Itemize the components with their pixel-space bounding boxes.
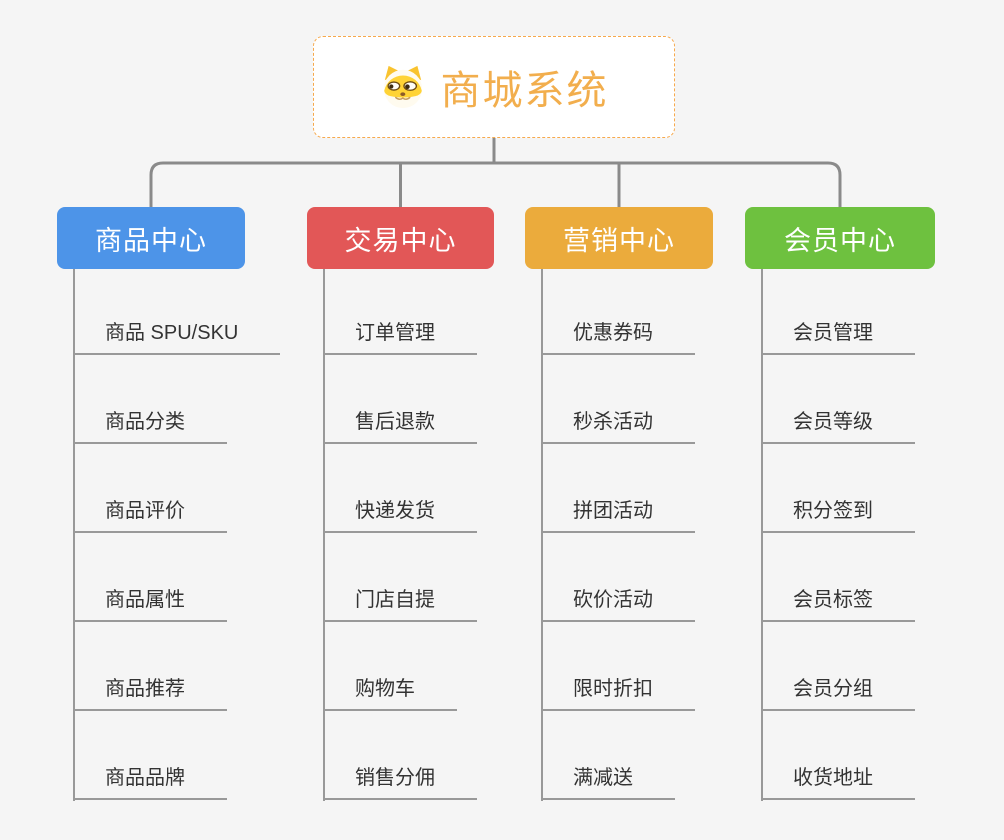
leaf-label: 会员等级 — [761, 405, 915, 444]
leaf-node[interactable]: 收货地址 — [761, 711, 915, 800]
leaf-node[interactable]: 商品分类 — [73, 355, 280, 444]
leaf-label: 商品推荐 — [73, 672, 227, 711]
branch-spine — [73, 269, 75, 801]
leaf-node[interactable]: 积分签到 — [761, 444, 915, 533]
branch-node-marketing-center[interactable]: 营销中心 — [525, 207, 713, 269]
leaf-label: 拼团活动 — [541, 494, 695, 533]
leaf-label: 会员管理 — [761, 316, 915, 355]
leaf-node[interactable]: 商品推荐 — [73, 622, 280, 711]
leaf-label: 销售分佣 — [323, 761, 477, 800]
leaf-node[interactable]: 拼团活动 — [541, 444, 695, 533]
leaf-label: 秒杀活动 — [541, 405, 695, 444]
leaf-node[interactable]: 限时折扣 — [541, 622, 695, 711]
leaf-node[interactable]: 门店自提 — [323, 533, 477, 622]
leaf-node[interactable]: 购物车 — [323, 622, 477, 711]
branch-column-product-center: 商品中心 商品 SPU/SKU 商品分类 商品评价 商品属性 商品推荐 商品品牌 — [57, 207, 317, 807]
leaf-node[interactable]: 满减送 — [541, 711, 695, 800]
leaf-label: 门店自提 — [323, 583, 477, 622]
leaf-label: 满减送 — [541, 761, 675, 800]
doge-icon — [380, 64, 426, 110]
leaf-node[interactable]: 商品属性 — [73, 533, 280, 622]
leaf-label: 限时折扣 — [541, 672, 695, 711]
leaf-label: 商品品牌 — [73, 761, 227, 800]
branch-node-trade-center[interactable]: 交易中心 — [307, 207, 494, 269]
branch-title: 会员中心 — [784, 225, 896, 256]
branch-spine — [323, 269, 325, 801]
leaf-label: 砍价活动 — [541, 583, 695, 622]
leaf-label: 商品分类 — [73, 405, 227, 444]
leaf-node[interactable]: 会员分组 — [761, 622, 915, 711]
leaf-label: 会员分组 — [761, 672, 915, 711]
branch-column-trade-center: 交易中心 订单管理 售后退款 快递发货 门店自提 购物车 销售分佣 — [307, 207, 567, 807]
root-node[interactable]: 商城系统 — [313, 36, 675, 138]
branch-node-product-center[interactable]: 商品中心 — [57, 207, 245, 269]
leaf-label: 商品 SPU/SKU — [73, 316, 281, 355]
connector-lines — [149, 136, 842, 207]
branch-column-marketing-center: 营销中心 优惠券码 秒杀活动 拼团活动 砍价活动 限时折扣 满减送 — [525, 207, 785, 807]
leaf-label: 订单管理 — [323, 316, 477, 355]
leaf-node[interactable]: 商品品牌 — [73, 711, 280, 800]
leaf-node[interactable]: 商品 SPU/SKU — [73, 269, 281, 355]
leaf-label: 收货地址 — [761, 761, 915, 800]
leaf-node[interactable]: 会员管理 — [761, 269, 915, 355]
leaf-node[interactable]: 售后退款 — [323, 355, 477, 444]
leaf-node[interactable]: 砍价活动 — [541, 533, 695, 622]
leaf-node[interactable]: 快递发货 — [323, 444, 477, 533]
branch-title: 交易中心 — [344, 225, 457, 256]
leaf-node[interactable]: 商品评价 — [73, 444, 280, 533]
leaf-node[interactable]: 会员等级 — [761, 355, 915, 444]
leaf-label: 快递发货 — [323, 494, 477, 533]
leaf-node[interactable]: 优惠券码 — [541, 269, 695, 355]
leaf-node[interactable]: 会员标签 — [761, 533, 915, 622]
branch-spine — [761, 269, 763, 801]
leaf-label: 商品属性 — [73, 583, 227, 622]
leaf-node[interactable]: 订单管理 — [323, 269, 477, 355]
branch-title: 营销中心 — [563, 225, 675, 256]
leaf-node[interactable]: 秒杀活动 — [541, 355, 695, 444]
leaf-node[interactable]: 销售分佣 — [323, 711, 477, 800]
branch-title: 商品中心 — [95, 225, 207, 256]
leaf-label: 积分签到 — [761, 494, 915, 533]
leaf-label: 购物车 — [323, 672, 457, 711]
leaf-label: 售后退款 — [323, 405, 477, 444]
branch-node-member-center[interactable]: 会员中心 — [745, 207, 935, 269]
root-title: 商城系统 — [440, 69, 609, 113]
leaf-label: 商品评价 — [73, 494, 227, 533]
branch-spine — [541, 269, 543, 801]
leaf-label: 会员标签 — [761, 583, 915, 622]
branch-column-member-center: 会员中心 会员管理 会员等级 积分签到 会员标签 会员分组 收货地址 — [745, 207, 1004, 807]
leaf-label: 优惠券码 — [541, 316, 695, 355]
